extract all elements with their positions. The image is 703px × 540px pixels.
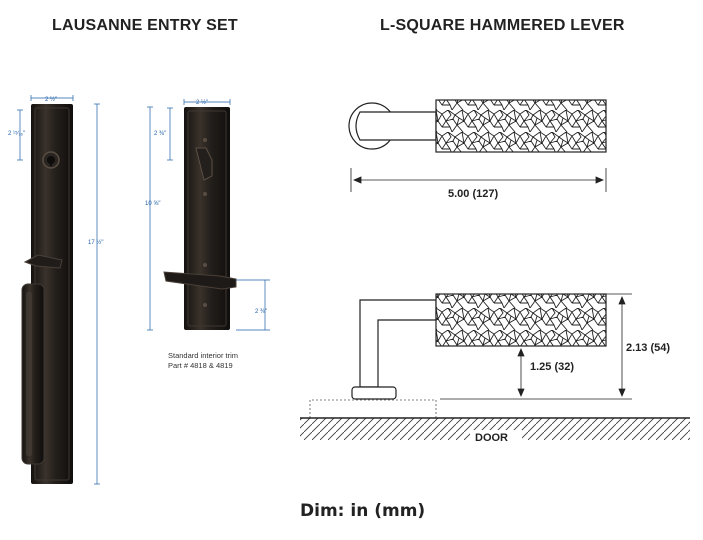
units-footer: Dim: in (mm) bbox=[300, 501, 426, 521]
lever-title: L-SQUARE HAMMERED LEVER bbox=[380, 17, 625, 34]
interior-bottom-offset-label: 2 ⅜" bbox=[255, 309, 267, 315]
door-label: DOOR bbox=[475, 432, 508, 444]
cylinder-offset-dimension bbox=[17, 109, 23, 161]
lever-height-dimension bbox=[440, 293, 632, 400]
plate-width-label: 2 ½" bbox=[45, 96, 57, 103]
rose-outline bbox=[309, 399, 437, 418]
door-surface bbox=[300, 417, 690, 442]
interior-height-dimension bbox=[147, 106, 153, 331]
interior-bottom-offset-dimension bbox=[236, 279, 270, 331]
cylinder-offset-label: 2 ¹⁵⁄₁₆" bbox=[8, 130, 25, 137]
overall-height-label: 17 ½" bbox=[88, 239, 103, 246]
overall-height-dimension bbox=[94, 103, 100, 485]
interior-height-label: 10 ⅝" bbox=[145, 201, 160, 207]
thumb-turn-icon bbox=[195, 138, 213, 196]
interior-top-offset-dimension bbox=[167, 107, 173, 161]
deadbolt-cylinder-icon bbox=[42, 151, 60, 169]
interior-lever-icon bbox=[163, 263, 237, 307]
interior-plate bbox=[184, 107, 230, 330]
plate-width-dimension bbox=[30, 95, 74, 101]
interior-width-label: 2 ½" bbox=[196, 99, 208, 106]
lever-length-label: 5.00 (127) bbox=[448, 188, 498, 200]
lever-offset-dimension bbox=[517, 347, 525, 398]
interior-trim-caption: Standard interior trim Part # 4818 & 481… bbox=[168, 351, 238, 371]
lever-offset-label: 1.25 (32) bbox=[530, 361, 574, 373]
interior-width-dimension bbox=[183, 99, 231, 105]
caption-line-2: Part # 4818 & 4819 bbox=[168, 361, 233, 370]
thumb-latch-icon bbox=[23, 254, 63, 269]
interior-top-offset-label: 2 ⅜" bbox=[154, 131, 166, 137]
caption-line-1: Standard interior trim bbox=[168, 351, 239, 360]
lever-length-dimension bbox=[350, 168, 607, 192]
entry-set-title: LAUSANNE ENTRY SET bbox=[52, 17, 238, 34]
lever-side-view bbox=[351, 293, 607, 400]
lever-top-view bbox=[348, 99, 607, 153]
handle-grip bbox=[21, 283, 45, 465]
lever-height-label: 2.13 (54) bbox=[626, 342, 670, 354]
